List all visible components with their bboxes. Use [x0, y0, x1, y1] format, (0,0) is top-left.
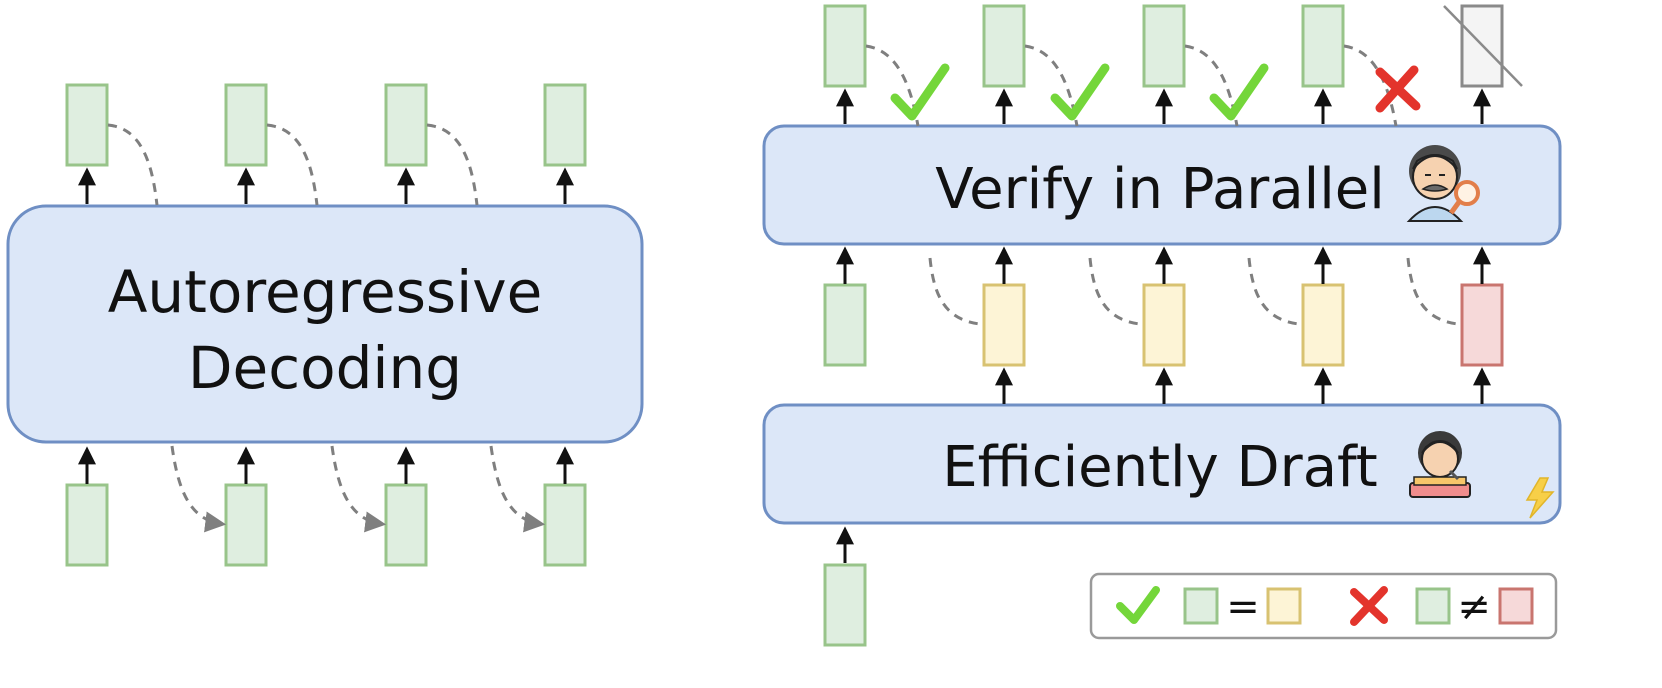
- verify-marks: [890, 63, 1421, 121]
- left-output-tokens: [65, 83, 587, 167]
- draft-dashed-curves: [928, 257, 1459, 326]
- autoregressive-box-line2: Decoding: [188, 334, 462, 402]
- legend: = ≠: [1089, 572, 1558, 640]
- right-panel: Verify in Parallel Efficiently Draft: [762, 4, 1562, 647]
- verified-token: [1142, 4, 1186, 88]
- cross-icon: [1375, 65, 1421, 113]
- lightning-icon: [1525, 477, 1555, 519]
- cross-icon: [1350, 586, 1388, 626]
- draft-token-accepted: [1142, 283, 1186, 367]
- drafter-person-icon: [1409, 431, 1471, 498]
- draft-to-verify-arrows: [836, 246, 1491, 284]
- left-top-dashed-curves: [107, 123, 479, 206]
- left-input-tokens: [65, 483, 587, 567]
- draft-output-arrows: [995, 367, 1491, 404]
- legend-not-equal-symbol: ≠: [1457, 584, 1491, 630]
- draft-tokens: [823, 283, 1504, 367]
- verified-token: [1301, 4, 1345, 88]
- legend-red-token: [1498, 587, 1534, 625]
- verify-box: [762, 124, 1562, 246]
- draft-token-accepted: [1301, 283, 1345, 367]
- verifier-person-icon: [1406, 145, 1480, 222]
- left-output-token: [65, 83, 109, 167]
- verify-output-arrows: [836, 88, 1491, 124]
- left-input-token: [65, 483, 109, 567]
- check-icon: [1050, 63, 1110, 121]
- check-icon: [1116, 586, 1160, 624]
- left-output-token: [224, 83, 268, 167]
- verified-token: [982, 4, 1026, 88]
- draft-input-token: [823, 563, 867, 647]
- draft-box: [762, 403, 1562, 525]
- verify-label: Verify in Parallel: [935, 157, 1385, 222]
- rejected-token: [1443, 4, 1523, 88]
- left-output-token: [384, 83, 428, 167]
- input-token: [823, 283, 867, 367]
- autoregressive-box-line1: Autoregressive: [108, 258, 543, 326]
- left-input-arrows: [78, 446, 574, 484]
- verified-output-tokens: [823, 4, 1523, 88]
- legend-green-token: [1415, 587, 1451, 625]
- draft-token-accepted: [982, 283, 1026, 367]
- left-output-token: [543, 83, 587, 167]
- legend-equal-symbol: =: [1226, 584, 1260, 630]
- left-input-token: [543, 483, 587, 567]
- check-icon: [1209, 63, 1269, 121]
- verified-token: [823, 4, 867, 88]
- left-panel: Autoregressive Decoding: [6, 83, 644, 567]
- left-input-token: [384, 483, 428, 567]
- legend-green-token: [1183, 587, 1219, 625]
- left-input-token: [224, 483, 268, 567]
- check-icon: [890, 63, 950, 121]
- draft-token-rejected: [1460, 283, 1504, 367]
- left-output-arrows: [78, 167, 574, 204]
- autoregressive-box: [6, 204, 644, 444]
- draft-label: Efficiently Draft: [942, 435, 1377, 500]
- left-bottom-dashed-curves: [170, 445, 546, 533]
- legend-yellow-token: [1266, 587, 1302, 625]
